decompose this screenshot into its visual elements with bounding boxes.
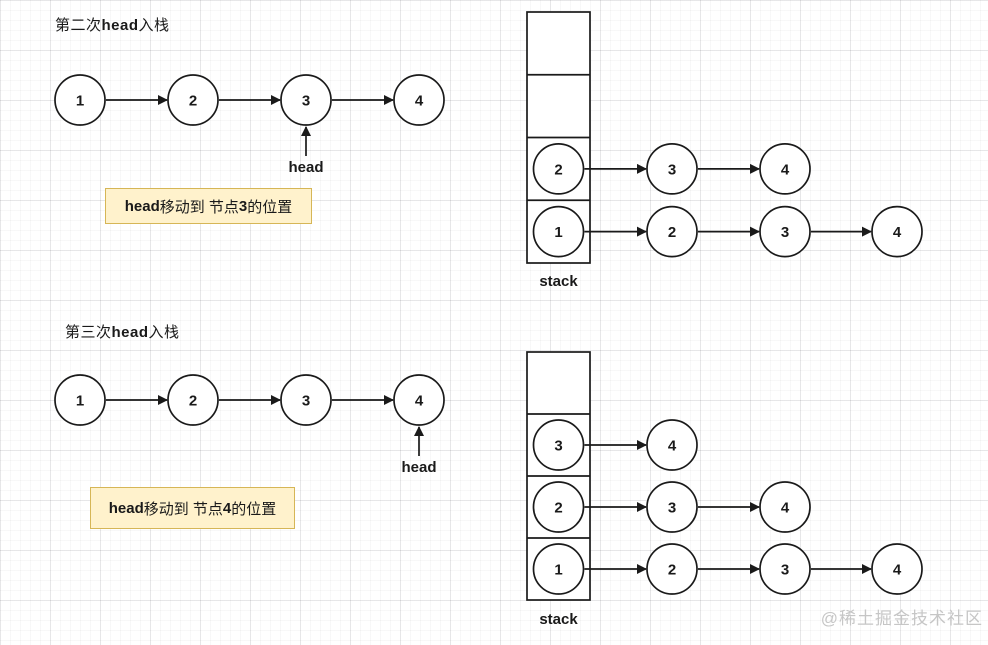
note-text-segment: 移动到 节点 [143, 500, 223, 518]
list-node-3-label: 3 [302, 93, 310, 110]
chain-node-2-label: 2 [668, 562, 676, 579]
chain-node-3-label: 3 [781, 224, 789, 241]
section-title-segment: 第二次 [55, 17, 102, 34]
list-node-1-label: 1 [76, 393, 84, 410]
chain-node-3-label: 3 [668, 161, 676, 178]
note-text-bold-segment: 3 [238, 197, 248, 215]
note-text-bold-segment: head [108, 499, 144, 517]
chain-node-4-label: 4 [893, 562, 902, 579]
chain-node-4-label: 4 [893, 224, 902, 241]
head-pointer-label: head [288, 159, 323, 176]
list-node-1-circle [54, 374, 106, 426]
list-node-2-circle [167, 374, 219, 426]
section-title-segment: 入栈 [138, 17, 170, 34]
chain-node-4-label: 4 [781, 500, 790, 517]
chain-node-2-label: 2 [668, 224, 676, 241]
chain-node-2-circle [646, 543, 698, 595]
stack-node-1-circle [532, 543, 585, 595]
section-title-segment: 第三次 [65, 324, 112, 341]
stack-node-1-circle [532, 205, 585, 258]
list-node-2-label: 2 [189, 393, 197, 410]
stack-node-2-circle [532, 143, 585, 195]
section-title-bold-segment: head [101, 17, 139, 34]
chain-node-3-label: 3 [668, 500, 676, 517]
section-2-stack-label: stack [539, 611, 578, 628]
list-node-2-circle [167, 74, 219, 126]
chain-node-3-circle [759, 205, 811, 258]
section-1-title: 第二次head入栈 [55, 14, 170, 35]
chain-node-4-label: 4 [668, 438, 677, 455]
chain-node-3-circle [646, 143, 698, 195]
chain-node-3-label: 3 [781, 562, 789, 579]
list-node-4-circle [393, 74, 445, 126]
chain-node-4-circle [759, 143, 811, 195]
list-node-1-label: 1 [76, 93, 84, 110]
stack-node-1-label: 1 [554, 224, 562, 241]
section-1-stack-label: stack [539, 273, 578, 290]
note-text-segment: 移动到 节点 [159, 198, 239, 216]
section-2-title: 第三次head入栈 [65, 321, 180, 342]
list-node-3-circle [280, 374, 332, 426]
chain-node-4-circle [871, 543, 923, 595]
list-node-1-circle [54, 74, 106, 126]
list-node-3-label: 3 [302, 393, 310, 410]
watermark: @稀土掘金技术社区 [820, 609, 983, 628]
stack-node-2-label: 2 [554, 500, 562, 517]
chain-node-4-circle [759, 481, 811, 533]
note-text-bold-segment: head [124, 197, 160, 215]
list-node-3-circle [280, 74, 332, 126]
chain-node-3-circle [646, 481, 698, 533]
list-node-4-label: 4 [415, 393, 424, 410]
stack-node-2-circle [532, 481, 585, 533]
head-pointer-label: head [401, 459, 436, 476]
list-node-2-label: 2 [189, 93, 197, 110]
list-node-4-circle [393, 374, 445, 426]
chain-node-2-circle [646, 205, 698, 258]
note-text-bold-segment: 4 [222, 499, 232, 517]
list-node-4-label: 4 [415, 93, 424, 110]
section-title-bold-segment: head [111, 324, 149, 341]
stack-node-2-label: 2 [554, 161, 562, 178]
note-text-segment: 的位置 [247, 198, 293, 216]
chain-node-4-label: 4 [781, 161, 790, 178]
chain-node-4-circle [646, 419, 698, 471]
chain-node-4-circle [871, 205, 923, 258]
stack-node-3-circle [532, 419, 585, 471]
stack-node-1-label: 1 [554, 562, 562, 579]
stack-node-3-label: 3 [554, 438, 562, 455]
section-title-segment: 入栈 [148, 324, 180, 341]
chain-node-3-circle [759, 543, 811, 595]
note-text-segment: 的位置 [231, 500, 277, 518]
